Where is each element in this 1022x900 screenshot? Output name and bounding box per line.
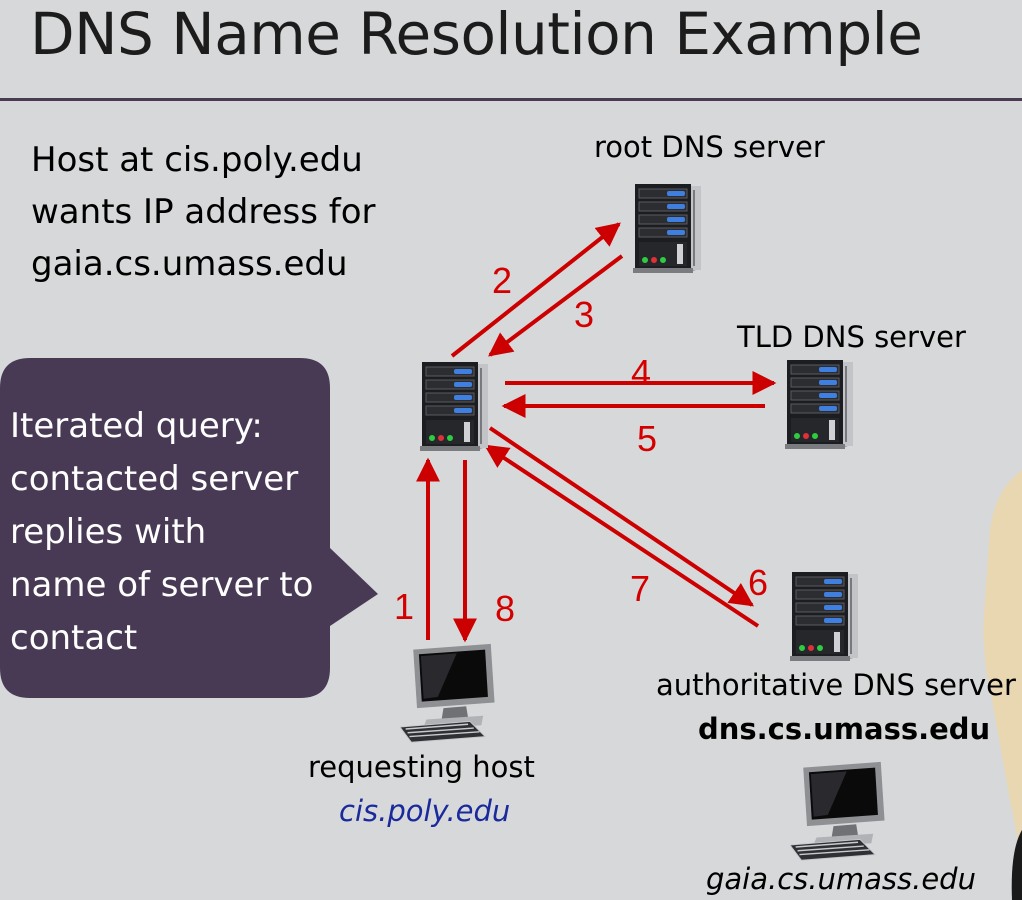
step-label: 1: [394, 586, 415, 627]
page-title: DNS Name Resolution Example: [30, 0, 923, 68]
requesting-host-name: cis.poly.edu: [339, 794, 511, 828]
callout-bubble: [0, 358, 378, 698]
authoritative-dns-server-name: dns.cs.umass.edu: [698, 712, 991, 746]
tld-dns-server-icon: [784, 359, 854, 450]
step-label: 8: [495, 588, 516, 629]
root-dns-server-label: root DNS server: [594, 130, 825, 164]
arrow-2: [450, 222, 621, 358]
callout-line: contact: [10, 618, 138, 658]
step-label: 2: [492, 260, 513, 301]
arrow-6: [488, 426, 754, 607]
callout-note: Iterated query: contacted server replies…: [10, 400, 313, 665]
callout-line: replies with: [10, 512, 207, 552]
requesting-host-label: requesting host: [308, 750, 535, 784]
requesting-host-computer-icon: [400, 643, 496, 743]
title-divider: [0, 98, 1022, 101]
description: Host at cis.poly.edu wants IP address fo…: [31, 134, 376, 290]
target-host-name: gaia.cs.umass.edu: [706, 862, 976, 896]
description-line: gaia.cs.umass.edu: [31, 244, 348, 284]
authoritative-dns-server-label: authoritative DNS server: [656, 668, 1016, 702]
arrow-3: [488, 254, 624, 357]
step-label: 7: [630, 568, 651, 609]
step-label: 3: [574, 294, 595, 335]
callout-line: name of server to: [10, 565, 314, 605]
authoritative-dns-server-icon: [789, 571, 859, 662]
presenter-figure: [983, 470, 1022, 860]
tld-dns-server-label: TLD DNS server: [737, 320, 966, 354]
root-dns-server-icon: [632, 183, 702, 274]
local-dns-server-icon: [419, 361, 489, 452]
step-label: 6: [748, 562, 769, 603]
arrow-7: [483, 444, 760, 628]
step-label: 5: [637, 418, 658, 459]
step-label: 4: [631, 352, 652, 393]
description-line: wants IP address for: [31, 192, 376, 232]
callout-line: contacted server: [10, 459, 299, 499]
callout-line: Iterated query:: [10, 406, 263, 446]
target-host-computer-icon: [790, 761, 886, 861]
description-line: Host at cis.poly.edu: [31, 140, 363, 180]
